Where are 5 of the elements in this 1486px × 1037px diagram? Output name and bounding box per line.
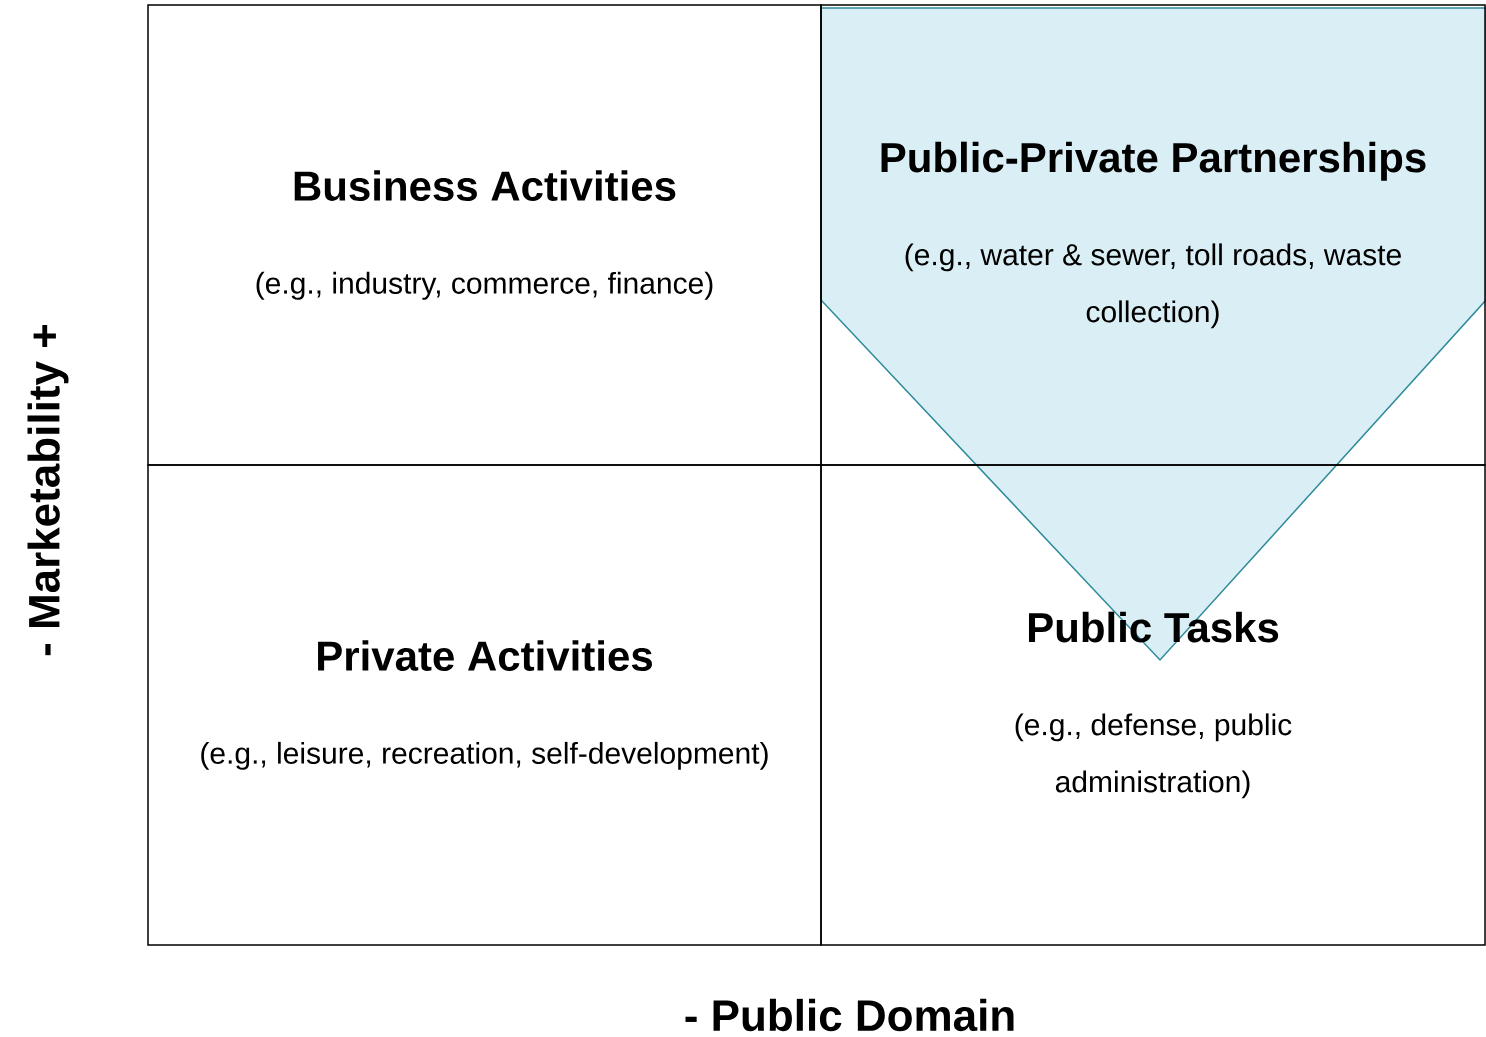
quadrant-cell: Private Activities (e.g., leisure, recreation, self-development) [147,464,822,946]
quadrant-cell: Business Activities (e.g., industry, commerce, finance) [147,4,822,466]
quadrant-cell: Public-Private Partnerships (e.g., water & sewer, toll roads, waste collection) [820,4,1486,466]
axis-label: - Marketability + [27,324,69,656]
axis-label: - Public Domain [685,998,1014,1032]
